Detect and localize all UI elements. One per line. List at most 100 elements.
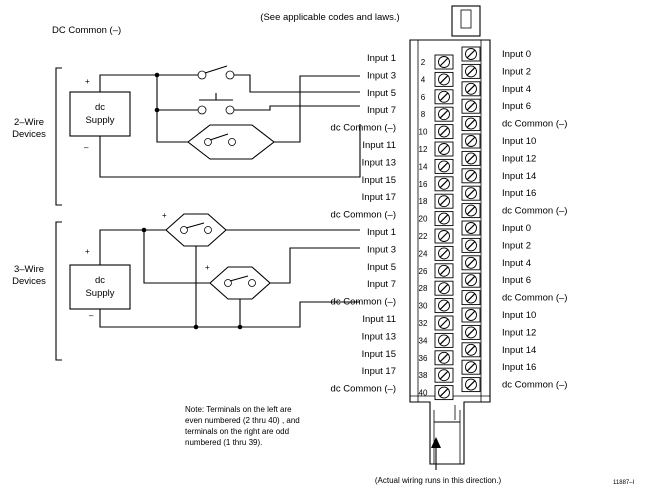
- terminal-number: 26: [419, 267, 428, 276]
- right-terminal-label: dc Common (–): [502, 380, 567, 391]
- right-terminal-label: Input 6: [502, 101, 531, 112]
- right-terminal-label: Input 16: [502, 362, 536, 373]
- terminal-number: 10: [419, 128, 428, 137]
- note-line-3: terminals on the right are odd: [185, 427, 289, 436]
- terminal-number: 34: [419, 336, 428, 345]
- right-terminal-label: Input 4: [502, 258, 531, 269]
- terminal-number: 36: [419, 354, 428, 363]
- left-terminal-label: Input 17: [362, 366, 396, 377]
- sensor-a-plus: +: [162, 211, 167, 220]
- left-terminal-label: Input 7: [367, 279, 396, 290]
- right-terminal-label: Input 10: [502, 310, 536, 321]
- right-terminal-screw-icon: [461, 116, 481, 132]
- left-terminal-screw-icon: [434, 350, 454, 366]
- left-terminal-label: dc Common (–): [331, 123, 396, 134]
- right-terminal-label: Input 14: [502, 345, 536, 356]
- left-terminal-label: Input 11: [362, 140, 396, 151]
- right-terminal-label: dc Common (–): [502, 119, 567, 130]
- three-wire-minus-sign: –: [89, 311, 94, 320]
- left-terminal-screw-icon: [434, 124, 454, 140]
- two-wire-label-2: Devices: [12, 129, 46, 140]
- terminal-number: 30: [419, 302, 428, 311]
- terminal-number: 2: [421, 58, 426, 67]
- right-terminal-screw-icon: [461, 342, 481, 358]
- left-terminal-label: Input 11: [362, 314, 396, 325]
- right-terminal-screw-icon: [461, 150, 481, 166]
- left-terminal-label: Input 13: [362, 331, 396, 342]
- left-terminal-screw-icon: [434, 193, 454, 209]
- terminal-number: 8: [421, 110, 426, 119]
- right-terminal-screw-icon: [461, 81, 481, 97]
- sensor-b-plus: +: [205, 263, 210, 272]
- left-terminal-label: Input 13: [362, 157, 396, 168]
- three-wire-input-3-wire: [270, 247, 360, 284]
- terminal-number: 32: [419, 319, 428, 328]
- terminal-number: 12: [419, 145, 428, 154]
- three-wire-plus-sign: +: [85, 247, 90, 256]
- terminal-number: 4: [421, 75, 426, 84]
- terminal-number: 18: [419, 197, 428, 206]
- left-terminal-screw-icon: [434, 367, 454, 383]
- three-wire-plus-wire: [99, 229, 166, 265]
- dc-common-title: DC Common (–): [52, 25, 121, 36]
- right-terminal-label: Input 12: [502, 153, 536, 164]
- left-terminal-label: Input 5: [367, 88, 396, 99]
- two-wire-label-1: 2–Wire: [14, 117, 44, 128]
- right-terminal-label: Input 10: [502, 136, 536, 147]
- left-terminal-label: Input 3: [367, 244, 396, 255]
- right-terminal-screw-icon: [461, 290, 481, 306]
- left-terminal-screw-icon: [434, 280, 454, 296]
- left-terminal-label: Input 1: [367, 53, 396, 64]
- left-terminal-screw-icon: [434, 228, 454, 244]
- two-wire-sensor-diamond: [187, 124, 275, 160]
- input-3-wire: [274, 75, 360, 143]
- right-terminal-screw-icon: [461, 377, 481, 393]
- left-terminal-screw-icon: [434, 141, 454, 157]
- left-terminal-label: dc Common (–): [331, 384, 396, 395]
- left-terminal-screw-icon: [434, 245, 454, 261]
- right-terminal-label: Input 0: [502, 49, 531, 60]
- terminal-number: 24: [419, 249, 428, 258]
- terminal-number: 40: [419, 389, 428, 398]
- right-terminal-screw-icon: [461, 324, 481, 340]
- left-terminal-screw-icon: [434, 106, 454, 122]
- right-terminal-screw-icon: [461, 185, 481, 201]
- left-terminal-label: dc Common (–): [331, 297, 396, 308]
- right-terminal-screw-icon: [461, 98, 481, 114]
- wiring-direction-note: (Actual wiring runs in this direction.): [375, 476, 502, 485]
- right-terminal-screw-icon: [461, 237, 481, 253]
- left-terminal-screw-icon: [434, 89, 454, 105]
- left-terminal-screw-icon: [434, 54, 454, 70]
- right-terminal-label: Input 14: [502, 171, 536, 182]
- three-wire-dc-supply-box: [69, 264, 131, 310]
- two-wire-bracket: [55, 67, 62, 206]
- top-caption: (See applicable codes and laws.): [260, 12, 399, 23]
- right-terminal-label: Input 2: [502, 240, 531, 251]
- left-terminal-label: Input 7: [367, 105, 396, 116]
- right-terminal-label: Input 16: [502, 188, 536, 199]
- right-terminal-screw-icon: [461, 220, 481, 236]
- left-terminal-screw-icon: [434, 315, 454, 331]
- left-terminal-label: Input 15: [362, 349, 396, 360]
- three-wire-supply-line-2: Supply: [85, 288, 114, 299]
- right-terminal-screw-icon: [461, 272, 481, 288]
- left-terminal-screw-icon: [434, 332, 454, 348]
- figure-id: 11887–I: [613, 480, 635, 486]
- right-terminal-screw-icon: [461, 63, 481, 79]
- right-terminal-screw-icon: [461, 359, 481, 375]
- left-terminal-screw-icon: [434, 71, 454, 87]
- left-terminal-screw-icon: [434, 298, 454, 314]
- two-wire-plus-sign: +: [85, 77, 90, 86]
- left-terminal-label: Input 3: [367, 70, 396, 81]
- terminal-block: [409, 5, 491, 465]
- right-terminal-screw-icon: [461, 203, 481, 219]
- left-terminal-label: Input 1: [367, 227, 396, 238]
- left-terminal-label: Input 5: [367, 262, 396, 273]
- pushbutton-contact: [197, 105, 207, 115]
- terminal-number: 38: [419, 371, 428, 380]
- two-wire-minus-sign: –: [84, 143, 89, 152]
- input-7-wire: [234, 105, 360, 111]
- two-wire-supply-line-1: dc: [95, 102, 105, 113]
- right-terminal-label: Input 0: [502, 223, 531, 234]
- left-terminal-screw-icon: [434, 211, 454, 227]
